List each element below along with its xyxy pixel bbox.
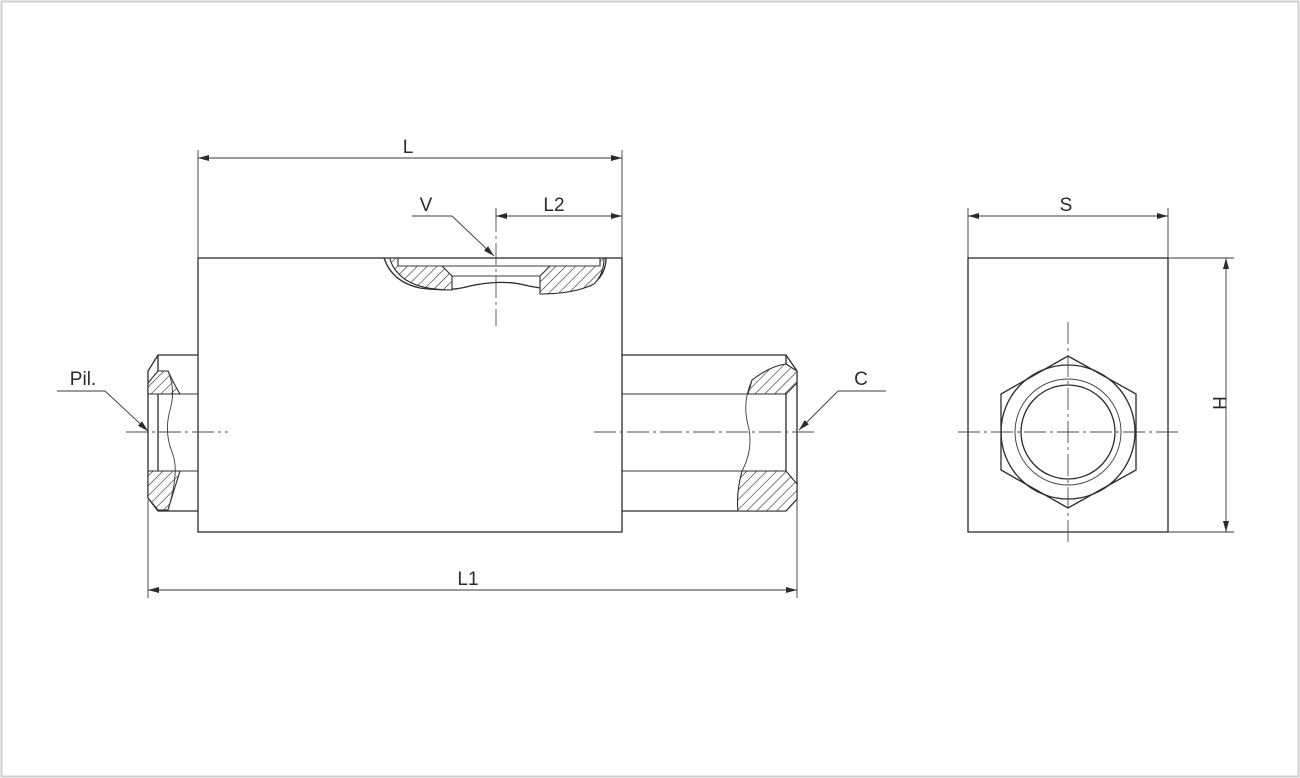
left-break-line bbox=[167, 370, 176, 511]
cutaway-chamfer-left bbox=[441, 265, 453, 277]
thread-circle bbox=[1014, 378, 1122, 486]
front-dimensions: L L2 V Pil. C L1 bbox=[57, 137, 886, 598]
side-dimensions: S H bbox=[967, 195, 1234, 533]
label-V: V bbox=[420, 195, 433, 216]
bore-circle bbox=[1020, 384, 1116, 480]
side-view bbox=[958, 257, 1178, 542]
top-hatch-right bbox=[539, 257, 605, 295]
label-L1: L1 bbox=[457, 569, 478, 590]
front-view bbox=[126, 210, 818, 533]
leader-V-arrow bbox=[451, 215, 495, 257]
cutaway-chamfer-right bbox=[539, 265, 551, 277]
leader-pil-arrow bbox=[104, 390, 149, 432]
label-H: H bbox=[1208, 396, 1229, 410]
right-break-line bbox=[741, 379, 753, 472]
main-body bbox=[197, 257, 623, 533]
label-pil: Pil. bbox=[70, 369, 96, 390]
left-hatch-bottom bbox=[147, 470, 181, 511]
label-L: L bbox=[403, 137, 414, 158]
right-hatch-top bbox=[747, 363, 798, 395]
label-S: S bbox=[1060, 195, 1073, 216]
label-L2: L2 bbox=[543, 195, 564, 216]
leader-c-arrow bbox=[798, 390, 839, 431]
right-hatch-bottom bbox=[736, 470, 798, 512]
label-c: C bbox=[854, 369, 868, 390]
